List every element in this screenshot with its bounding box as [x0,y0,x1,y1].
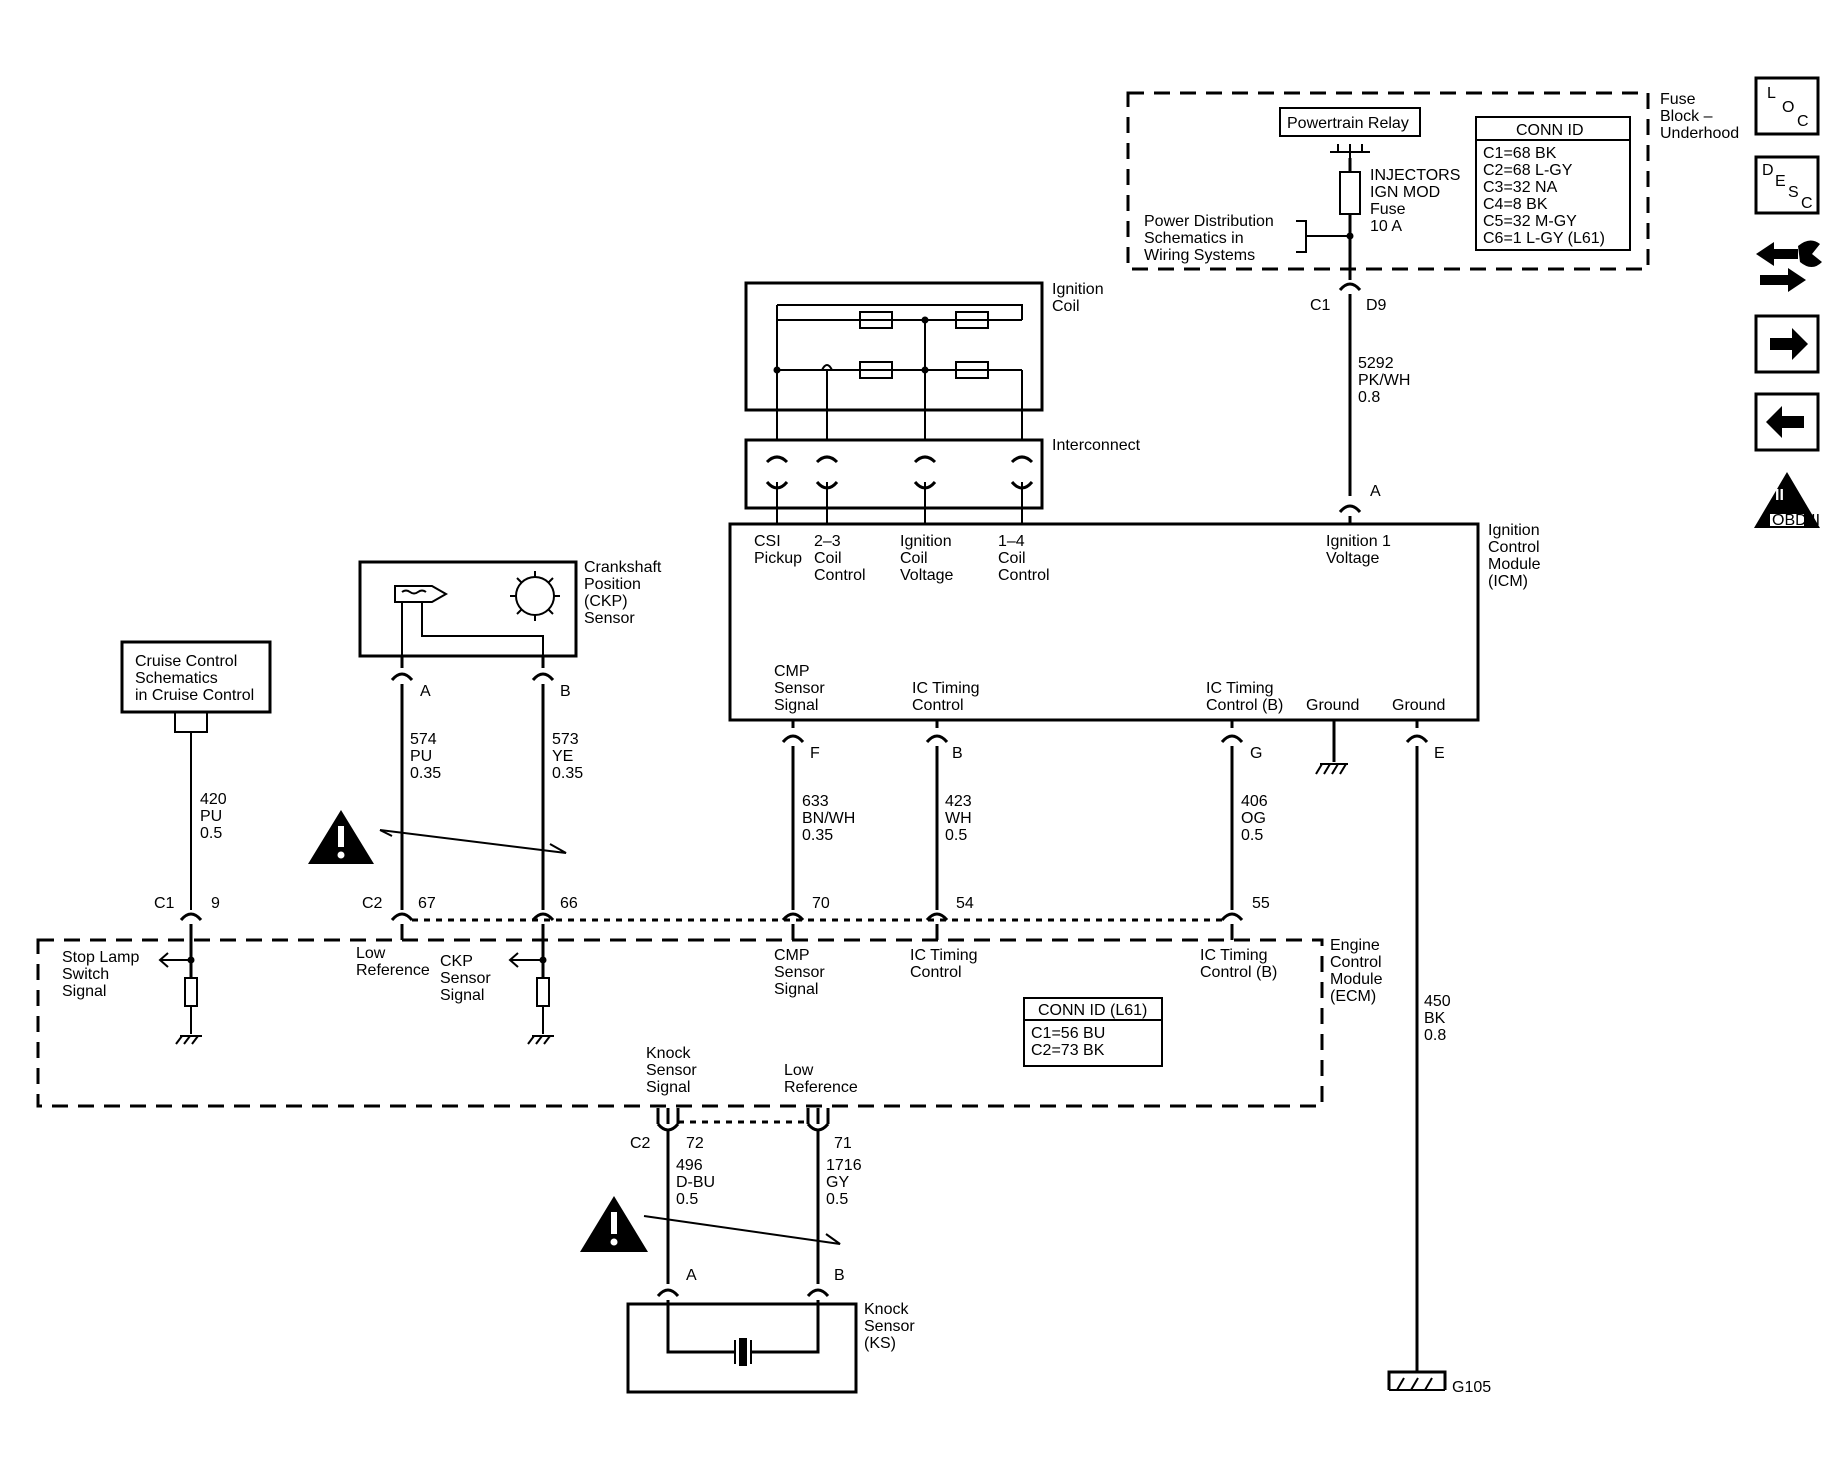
icm-e-label: E [1434,745,1445,762]
fuse-block: Fuse Block – Underhood Powertrain Relay … [1126,91,1739,271]
ecm-ic-timing-label: IC Timing Control [910,947,982,981]
ecm-pin-54: 54 [956,895,974,912]
ecm-stop-lamp-label: Stop Lamp Switch Signal [62,949,144,1000]
icm-ground-2: Ground [1392,697,1445,714]
svg-text:D: D [1762,162,1774,179]
icm-csi-pickup: CSI Pickup [754,533,802,567]
warning-icon [308,810,374,864]
icm-title: Ignition Control Module (ICM) [1488,522,1545,590]
ecm-ic-timing-b-label: IC Timing Control (B) [1200,947,1277,981]
fuse-conn-ids: C1=68 BK C2=68 L-GY C3=32 NA C4=8 BK C5=… [1483,145,1605,247]
icm-ignition-coil-voltage: Ignition Coil Voltage [900,533,956,584]
obd-ii-icon[interactable]: II OBD II [1754,472,1820,529]
power-distribution-label: Power Distribution Schematics in Wiring … [1144,213,1278,264]
ks-pin-72: 72 [686,1135,704,1152]
ckp-sensor: Crankshaft Position (CKP) Sensor [358,559,666,658]
ignition-coil: Ignition Coil [744,281,1108,462]
fuse-block-title: Fuse Block – Underhood [1660,91,1739,142]
ecm-conn-id-title: CONN ID (L61) [1038,1002,1147,1019]
svg-text:E: E [1775,173,1786,190]
ks-b-label: B [834,1267,845,1284]
ecm-c1-label: C1 [154,895,175,912]
svg-text:OBD II: OBD II [1772,512,1820,529]
svg-text:C: C [1797,113,1809,130]
wire-423: 423 WH 0.5 [945,793,976,844]
wire-496: 496 D-BU 0.5 [676,1157,720,1208]
wire-573: 573 YE 0.35 [552,731,583,782]
warning-icon [580,1196,648,1252]
ckp-a-label: A [420,683,431,700]
ecm-c2-label: C2 [362,895,383,912]
d9-label: D9 [1366,297,1387,314]
wire-406: 406 OG 0.5 [1241,793,1272,844]
knock-sensor: Knock Sensor (KS) [626,1300,919,1394]
ecm-pin-9: 9 [211,895,220,912]
ks-a-label: A [686,1267,697,1284]
ecm-pin-55: 55 [1252,895,1270,912]
ecm-ckp-signal-label: CKP Sensor Signal [440,953,495,1004]
back-arrow-icon[interactable] [1754,392,1820,452]
ground-label: G105 [1452,1379,1491,1396]
icm-ic-timing-control-b: IC Timing Control (B) [1206,680,1283,714]
ckp-title: Crankshaft Position (CKP) Sensor [584,559,666,627]
ecm-pin-66: 66 [560,895,578,912]
a-label: A [1370,483,1381,500]
icm-23-coil-control: 2–3 Coil Control [814,533,866,584]
icm-ignition1-voltage: Ignition 1 Voltage [1326,533,1395,567]
ignition-coil-title: Ignition Coil [1052,281,1108,315]
fuse-conn-id-title: CONN ID [1516,122,1584,139]
icm: Ignition Control Module (ICM) CSI Pickup… [728,522,1545,722]
fuse-conn-id-box [1475,116,1631,251]
wire-633: 633 BN/WH 0.35 [802,793,860,844]
loc-icon[interactable]: L O C [1754,76,1820,136]
ecm-cmp-signal-label: CMP Sensor Signal [774,947,829,998]
svg-text:S: S [1788,184,1799,201]
icm-b-label: B [952,745,963,762]
ecm-knock-signal-label: Knock Sensor Signal [646,1045,701,1096]
ecm-pin-67: 67 [418,895,436,912]
knock-sensor-title: Knock Sensor (KS) [864,1301,919,1352]
svg-text:O: O [1782,99,1794,116]
c1-label: C1 [1310,297,1331,314]
cruise-control-label: Cruise Control Schematics in Cruise Cont… [135,653,254,704]
wire-420: 420 PU 0.5 [200,791,231,842]
icm-cmp-sensor-signal: CMP Sensor Signal [774,663,829,714]
desc-icon[interactable]: D E S C [1754,155,1820,215]
wire-574: 574 PU 0.35 [410,731,441,782]
forward-arrow-icon[interactable] [1754,314,1820,374]
wrench-arrows-icon[interactable] [1756,240,1822,292]
svg-text:C: C [1801,195,1813,212]
ks-pin-71: 71 [834,1135,852,1152]
icm-g-label: G [1250,745,1262,762]
icm-f-label: F [810,745,820,762]
ecm-conn-id-box [1023,997,1163,1067]
interconnect: Interconnect [744,437,1141,524]
ecm-low-reference-2-label: Low Reference [784,1062,858,1096]
svg-text:II: II [1775,487,1784,504]
ecm-conn-ids: C1=56 BU C2=73 BK [1031,1025,1110,1059]
wire-450: 450 BK 0.8 [1424,993,1455,1044]
fuse-symbol [1339,171,1361,215]
icm-14-coil-control: 1–4 Coil Control [998,533,1050,584]
ecm-title: Engine Control Module (ECM) [1330,937,1387,1005]
ckp-b-label: B [560,683,571,700]
svg-text:L: L [1767,85,1776,102]
cruise-control-box: Cruise Control Schematics in Cruise Cont… [120,640,272,910]
icm-ground-1: Ground [1306,697,1359,714]
ks-c2-label: C2 [630,1135,651,1152]
wire-1716: 1716 GY 0.5 [826,1157,866,1208]
interconnect-label: Interconnect [1052,437,1141,454]
icm-ic-timing-control: IC Timing Control [912,680,984,714]
ecm-pin-70: 70 [812,895,830,912]
ground-g105: G105 [1387,1370,1491,1396]
ecm: Engine Control Module (ECM) Stop Lamp Sw… [36,924,1387,1108]
fuse-label: INJECTORS IGN MOD Fuse 10 A [1370,167,1465,235]
ecm-low-reference-label: Low Reference [356,945,430,979]
relay-label: Powertrain Relay [1287,115,1409,132]
wire-5292: 5292 PK/WH 0.8 [1358,355,1415,406]
